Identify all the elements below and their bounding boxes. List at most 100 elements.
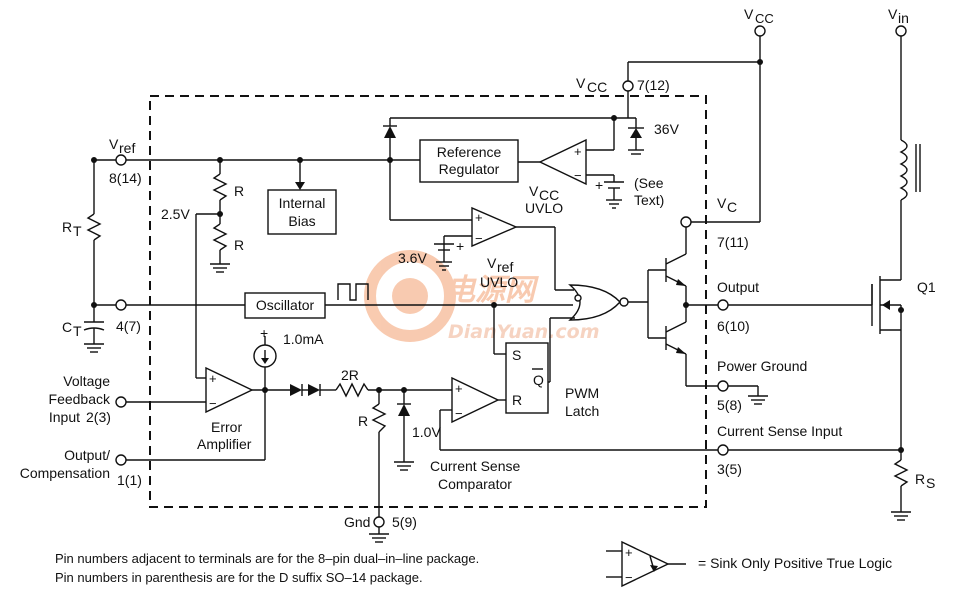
gnd-terminal[interactable] xyxy=(373,516,385,528)
rt-label: R xyxy=(62,219,72,235)
vref-sub: ref xyxy=(119,140,135,156)
voltage-fb-line3: Input xyxy=(49,409,80,425)
rs-label: R xyxy=(915,471,925,487)
vref-terminal[interactable] xyxy=(115,154,127,166)
ct-terminal[interactable] xyxy=(115,299,127,311)
legend-label: = Sink Only Positive True Logic xyxy=(698,555,892,571)
i1ma-label: 1.0mA xyxy=(283,331,324,347)
note-line2: Pin numbers in parenthesis are for the D… xyxy=(55,570,423,585)
svg-text:+: + xyxy=(456,238,464,254)
output-nor-gate xyxy=(568,284,621,321)
v36-label: 3.6V xyxy=(398,250,427,266)
latch-q: Q xyxy=(533,372,544,388)
svg-text:−: − xyxy=(209,396,217,411)
latch-r: R xyxy=(512,392,522,408)
error-amp-line2: Amplifier xyxy=(197,436,252,452)
vcc-pin-number: 7(12) xyxy=(637,77,670,93)
vcc-rail: V CC V CC 7(12) V C 7(11) xyxy=(576,6,774,250)
latch-s: S xyxy=(512,347,521,363)
cs-comp-line2: Comparator xyxy=(438,476,512,492)
svg-text:+: + xyxy=(595,177,603,193)
oscillator-block xyxy=(244,292,326,319)
see-text-1: (See xyxy=(634,175,664,191)
vc-terminal[interactable] xyxy=(680,216,692,228)
current-sense-label: Current Sense Input xyxy=(717,423,842,439)
vcc-uvlo-comparator xyxy=(538,138,587,186)
svg-text:+: + xyxy=(455,381,463,396)
vc-pin-number: 7(11) xyxy=(717,234,749,250)
pwm-latch-block xyxy=(505,342,549,414)
vin-terminal[interactable] xyxy=(895,25,907,37)
diode-2-icon xyxy=(308,384,320,396)
r-upper-label: R xyxy=(234,183,244,199)
vcc-pin-sub: CC xyxy=(587,79,607,95)
vcc-pin-terminal[interactable] xyxy=(622,80,634,92)
vcc-top-terminal[interactable] xyxy=(754,25,766,37)
clock-pulse-icon xyxy=(337,283,369,301)
voltage-fb-line2: Feedback xyxy=(49,391,111,407)
vcc-top-sub: CC xyxy=(755,11,774,26)
svg-text:+: + xyxy=(209,371,217,386)
current-sense-terminal[interactable] xyxy=(717,444,729,456)
ref-reg-line1: Reference xyxy=(437,144,502,160)
q1-label: Q1 xyxy=(917,279,936,295)
output-comp-line2: Compensation xyxy=(20,465,110,481)
ct-sub: T xyxy=(73,323,82,339)
vcc-top-label: V xyxy=(744,6,754,22)
power-ground-label: Power Ground xyxy=(717,358,807,374)
ref-reg-line2: Regulator xyxy=(439,161,500,177)
vcc-uvlo-sub: CC xyxy=(539,187,559,203)
vin-label: V xyxy=(888,6,898,22)
vref-uvlo-comparator xyxy=(471,206,518,248)
diode-1-icon xyxy=(290,384,302,396)
oscillator-label: Oscillator xyxy=(256,297,315,313)
output-pin-number: 6(10) xyxy=(717,318,750,334)
legend: + − = Sink Only Positive True Logic xyxy=(606,540,892,588)
note-line1: Pin numbers adjacent to terminals are fo… xyxy=(55,551,479,566)
legend-comparator-icon xyxy=(621,540,670,588)
svg-text:+: + xyxy=(574,144,582,159)
internal-bias-line1: Internal xyxy=(279,195,326,211)
reference-regulator-block xyxy=(419,139,519,183)
svg-text:+: + xyxy=(260,325,268,341)
gnd-label: Gnd xyxy=(344,514,370,530)
output-label: Output xyxy=(717,279,759,295)
current-sense-comparator xyxy=(451,376,500,424)
voltage-fb-line1: Voltage xyxy=(63,373,110,389)
svg-text:+: + xyxy=(625,545,633,560)
output-terminal[interactable] xyxy=(717,299,729,311)
power-ground-terminal[interactable] xyxy=(717,380,729,392)
vref-uvlo-sub: ref xyxy=(497,259,513,275)
vref-uvlo-label: UVLO xyxy=(480,274,518,290)
output-compensation-terminal[interactable] xyxy=(115,454,127,466)
vin-sub: in xyxy=(898,10,909,26)
rt-sub: T xyxy=(73,223,82,239)
svg-text:−: − xyxy=(574,168,582,183)
power-ground-pin: 5(8) xyxy=(717,397,742,413)
vref-pin-number: 8(14) xyxy=(109,170,142,186)
output-transistors xyxy=(628,227,718,386)
ct-label: C xyxy=(62,319,72,335)
voltage-fb-pin: 2(3) xyxy=(86,409,111,425)
transformer-icon xyxy=(899,139,908,201)
output-comp-line1: Output/ xyxy=(64,447,110,463)
svg-text:−: − xyxy=(455,406,463,421)
ct-pin-number: 4(7) xyxy=(116,318,141,334)
vcc-uvlo-label: UVLO xyxy=(525,200,563,216)
zener-36v-label: 36V xyxy=(654,121,680,137)
svg-text:−: − xyxy=(475,231,483,246)
error-amp-line1: Error xyxy=(211,419,242,435)
see-text-2: Text) xyxy=(634,192,664,208)
gnd-pin: 5(9) xyxy=(392,514,417,530)
r-div-label: R xyxy=(358,413,368,429)
output-comp-pin: 1(1) xyxy=(117,472,142,488)
watermark-logo-icon xyxy=(364,250,456,342)
vc-sub: C xyxy=(727,199,737,215)
rs-sub: S xyxy=(926,475,935,491)
ref-diode-icon xyxy=(384,126,396,138)
error-amplifier xyxy=(205,366,254,414)
voltage-feedback-terminal[interactable] xyxy=(115,396,127,408)
watermark-cn: 电源网 xyxy=(445,273,539,308)
vcc-uvlo-v: V xyxy=(529,183,539,199)
